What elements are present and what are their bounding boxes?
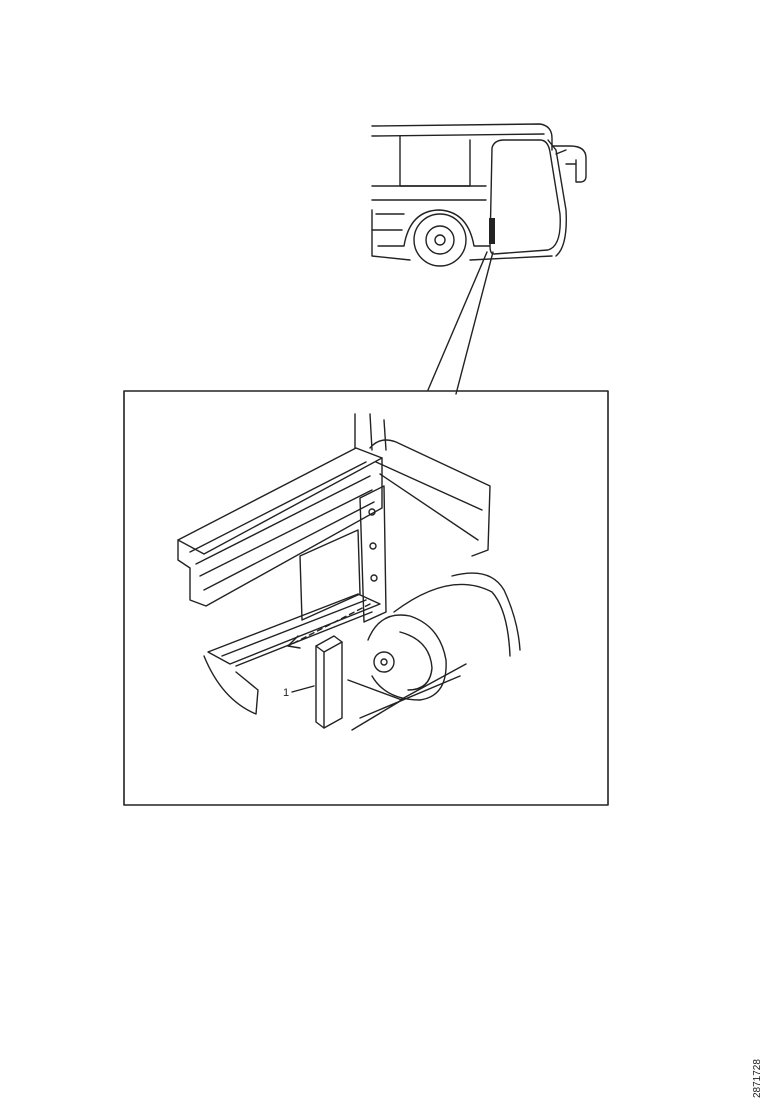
- detail-bracket-bolt-3: [370, 574, 378, 582]
- truck-wheel-hub: [425, 225, 455, 255]
- detail-leader-lines: [427, 251, 494, 395]
- detail-upper-tread-grip: [189, 461, 375, 591]
- detail-part-1-edge: [315, 641, 343, 729]
- detail-bracket-bolt-2: [369, 542, 377, 550]
- truck-body-lower: [371, 185, 487, 201]
- truck-roof-line-2: [371, 133, 545, 137]
- truck-overview: [371, 123, 587, 267]
- truck-roof-line: [371, 123, 553, 151]
- detail-hub: [373, 651, 395, 673]
- callout-1-leader: [291, 685, 315, 693]
- truck-cab-door: [489, 139, 561, 255]
- truck-cab-front: [547, 139, 567, 257]
- detail-bracket-bolt-1: [368, 508, 376, 516]
- detail-lower-tread-face: [203, 655, 259, 715]
- detail-upper-tread-face: [177, 457, 383, 607]
- detail-step-assembly: [177, 413, 521, 731]
- detail-tyre: [367, 614, 447, 701]
- detail-inner-panel: [299, 529, 361, 621]
- truck-bumper-line: [371, 213, 405, 231]
- detail-hub-center: [380, 658, 388, 666]
- detail-lower-tread-grip: [221, 599, 373, 667]
- truck-wheel: [413, 213, 467, 267]
- detail-chassis-lines: [347, 663, 467, 731]
- detail-lower-tread: [207, 593, 381, 665]
- truck-mirror: [551, 145, 587, 183]
- callout-1-number: 1: [283, 687, 289, 699]
- detail-cab-panel: [369, 439, 491, 557]
- detail-step-bracket: [359, 485, 387, 623]
- detail-frame: [123, 390, 609, 806]
- detail-pillar: [354, 413, 387, 451]
- truck-mirror-arm: [555, 149, 577, 165]
- truck-wheel-center: [434, 234, 446, 246]
- detail-wheel-arch-outer: [451, 572, 521, 651]
- detail-removal-arrowhead: [287, 635, 301, 649]
- detail-removal-arrow: [287, 603, 371, 647]
- detail-wheel-arch: [393, 583, 511, 657]
- truck-step-marker: [489, 218, 495, 244]
- detail-cab-panel-inner: [375, 461, 483, 541]
- detail-tyre-inner: [399, 631, 433, 691]
- truck-wheel-arch: [377, 209, 491, 247]
- detail-part-1: [315, 635, 343, 729]
- figure-code: 2871728: [752, 1059, 763, 1098]
- truck-body-panel: [399, 135, 471, 187]
